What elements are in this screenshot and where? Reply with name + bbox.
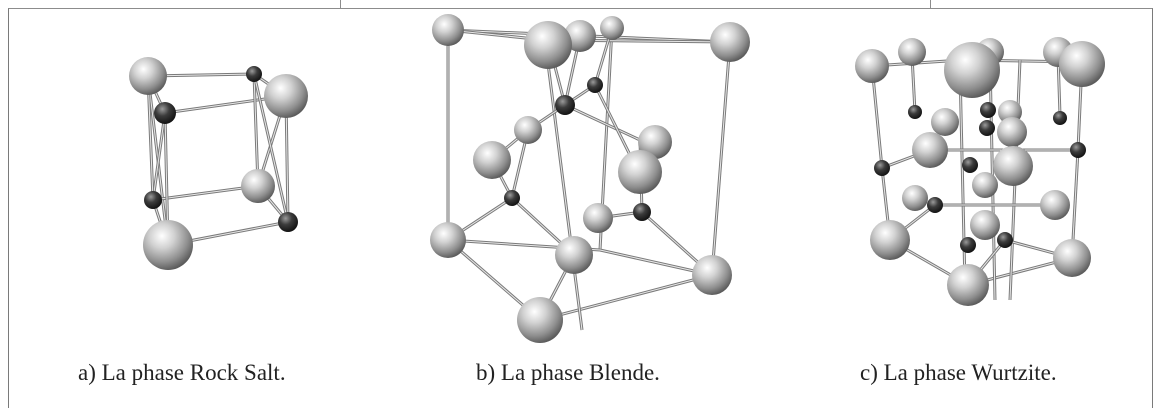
rock-salt-bond-highlight [147,75,154,201]
rock-salt-structure [129,57,308,270]
wurtzite-cell-edge-highlight [959,69,966,286]
wurtzite-anion-atom [980,102,996,118]
wurtzite-anion-atom [960,237,976,253]
blende-cation-atom [473,141,511,179]
wurtzite-cation-atom [997,117,1027,147]
rock-salt-cation-atom [129,57,167,95]
blende-structure [430,14,750,343]
wurtzite-structure [855,37,1105,306]
rock-salt-anion-atom [154,102,176,124]
wurtzite-cation-atom [912,132,948,168]
blende-cation-atom [555,236,593,274]
rock-salt-anion-atom [246,66,262,82]
blende-bond-highlight [564,104,641,141]
blende-cation-atom [618,150,662,194]
frame-divider-right [930,0,931,8]
rock-salt-bond-highlight [253,73,289,223]
blende-cation-atom [524,21,572,69]
blende-cation-atom [583,203,613,233]
rock-salt-cation-atom [264,74,308,118]
blende-cation-atom [564,20,596,52]
wurtzite-cation-atom [898,38,926,66]
blende-anion-atom [587,77,603,93]
rock-salt-cation-atom [241,169,275,203]
caption-blende: b) La phase Blende. [476,360,660,385]
wurtzite-anion-atom [874,160,890,176]
wurtzite-cation-atom [972,172,998,198]
wurtzite-cation-atom [970,210,1000,240]
wurtzite-anion-atom [962,157,978,173]
blende-cell-edge-highlight [711,41,731,276]
rock-salt-cation-atom [143,220,193,270]
blende-anion-atom [633,203,651,221]
rock-salt-anion-atom [278,212,298,232]
wurtzite-anion-atom [1070,142,1086,158]
blende-cation-atom [710,22,750,62]
blende-cation-atom [692,255,732,295]
blende-cell-edge-highlight [539,274,713,321]
wurtzite-cation-atom [855,49,889,83]
caption-wurtzite: c) La phase Wurtzite. [860,360,1057,385]
wurtzite-cation-atom [944,42,1000,98]
blende-cation-atom [638,125,672,159]
wurtzite-anion-atom [979,120,995,136]
wurtzite-cation-atom [947,264,989,306]
figure-frame [8,8,1153,408]
caption-rock-salt: a) La phase Rock Salt. [78,360,286,385]
wurtzite-cation-atom [1040,190,1070,220]
blende-cation-atom [600,16,624,40]
wurtzite-anion-atom [927,197,943,213]
blende-cation-atom [514,116,542,144]
rock-salt-anion-atom [144,191,162,209]
blende-cation-atom [517,297,563,343]
rock-salt-bond-highlight [152,185,259,201]
wurtzite-anion-atom [908,105,922,119]
wurtzite-anion-atom [997,232,1013,248]
blende-anion-atom [555,95,575,115]
blende-cell-edge-highlight [544,39,583,331]
wurtzite-cation-atom [1059,41,1105,87]
blende-cation-atom [432,14,464,46]
frame-divider-left [340,0,341,8]
wurtzite-cation-atom [870,220,910,260]
blende-cation-atom [430,222,466,258]
blende-anion-atom [504,190,520,206]
wurtzite-cell-edge-highlight [871,65,883,169]
wurtzite-cation-atom [902,185,928,211]
wurtzite-cation-atom [1053,239,1091,277]
wurtzite-cation-atom [993,146,1033,186]
rock-salt-bond-highlight [152,112,166,201]
wurtzite-anion-atom [1053,111,1067,125]
rock-salt-bond-highlight [253,73,259,187]
wurtzite-cation-atom [931,108,959,136]
